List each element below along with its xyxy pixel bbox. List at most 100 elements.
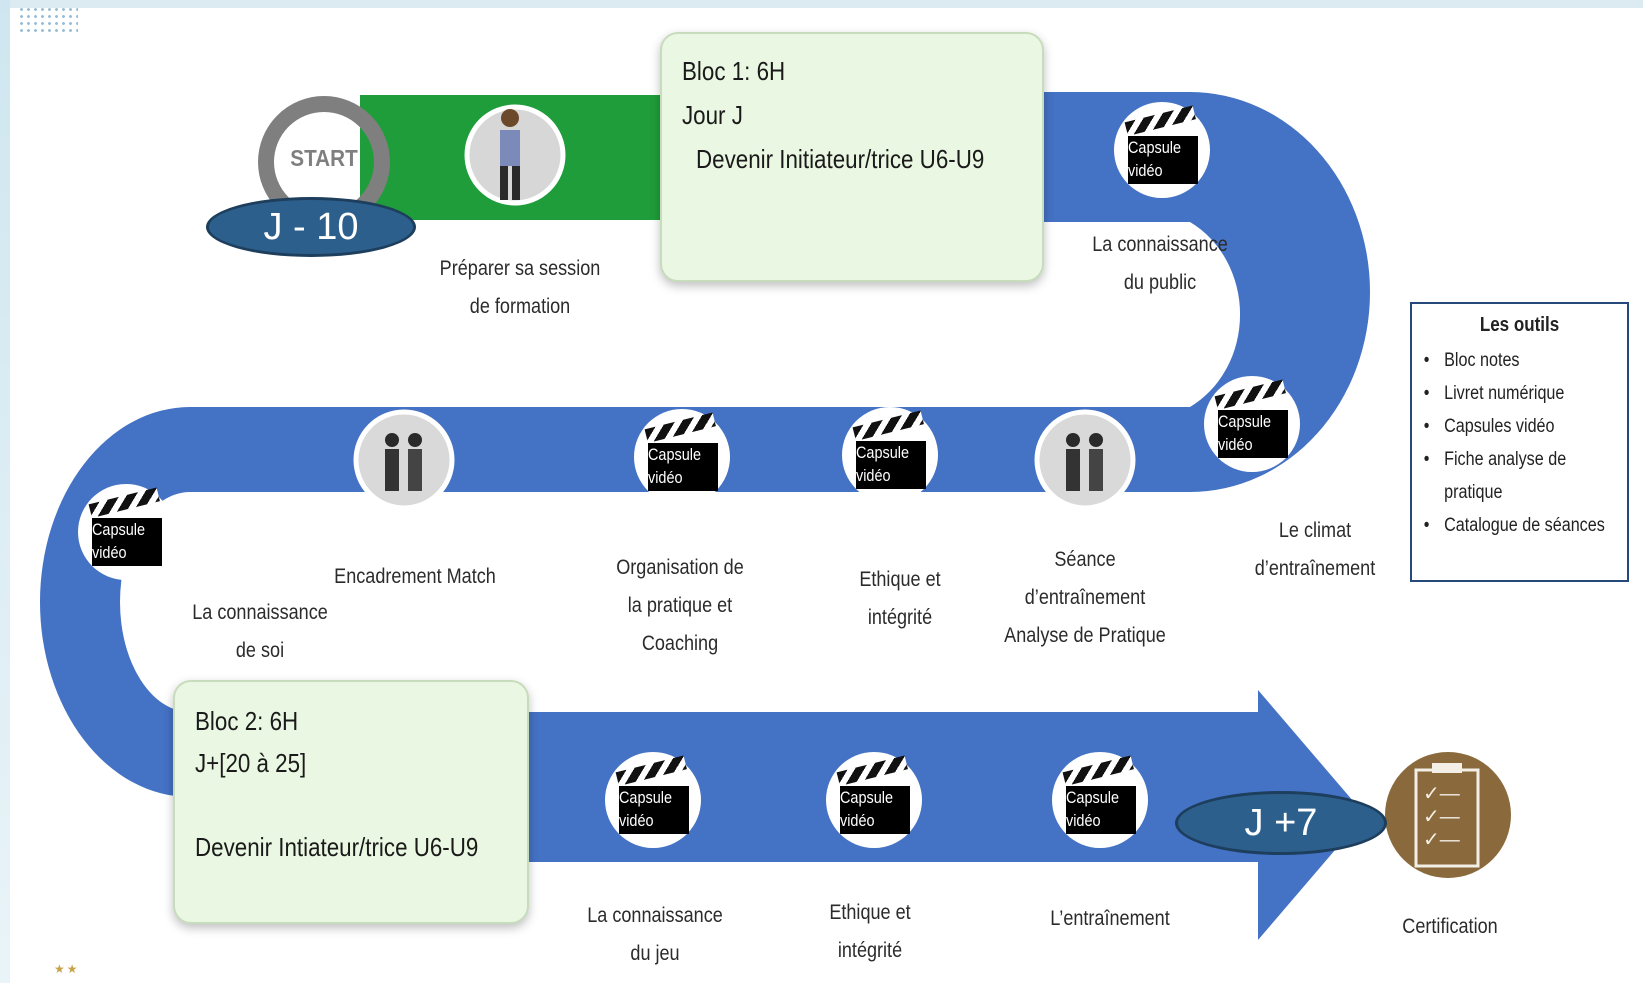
capsule-video-icon: Capsule vidéo: [78, 484, 174, 580]
j-minus-10-text: J - 10: [263, 206, 359, 248]
label-prep: Préparer sa session de formation: [417, 250, 623, 326]
capsule-video-label: Capsule vidéo: [856, 441, 926, 489]
j-minus-10-badge: J - 10: [206, 197, 416, 257]
capsule-video-icon: Capsule vidéo: [634, 409, 730, 505]
label-soi: La connaissance de soi: [165, 594, 354, 670]
capsule-video-label: Capsule vidéo: [1066, 786, 1136, 834]
svg-text:✓—: ✓—: [1423, 829, 1460, 851]
label-ethique-2: intégrité: [867, 606, 933, 629]
tools-item: •Capsules vidéo: [1423, 416, 1555, 437]
label-jeu-2: du jeu: [630, 942, 680, 965]
clapper-icon: [836, 755, 908, 786]
label-seance-3: Analyse de Pratique: [1004, 624, 1166, 647]
clapper-icon: [1214, 379, 1286, 410]
capsule-video-label: Capsule vidéo: [619, 786, 689, 834]
tools-item: •Fiche analyse de: [1423, 449, 1567, 470]
label-match-1: Encadrement Match: [334, 565, 496, 588]
tools-item: •Bloc notes: [1423, 350, 1520, 371]
capsule-line-2: vidéo: [619, 811, 654, 830]
bloc-2-subtitle: Devenir Intiateur/trice U6-U9: [195, 832, 479, 862]
tools-list: •Bloc notes •Livret numérique •Capsules …: [1422, 344, 1632, 542]
clapper-icon: [644, 412, 716, 443]
label-ethique2: Ethique et intégrité: [784, 894, 956, 970]
label-climat-1: Le climat: [1278, 519, 1352, 542]
capsule-line-1: Capsule: [648, 445, 702, 464]
capsule-line-2: vidéo: [856, 466, 891, 485]
label-prep-2: de formation: [469, 295, 571, 318]
bloc-2-day: J+[20 à 25]: [195, 748, 307, 778]
label-public-1: La connaissance: [1092, 233, 1228, 256]
capsule-line-1: Capsule: [1066, 788, 1120, 807]
capsule-line-1: Capsule: [840, 788, 894, 807]
label-ethique: Ethique et intégrité: [814, 561, 986, 637]
capsule-video-icon: Capsule vidéo: [842, 407, 938, 503]
label-orga-3: Coaching: [641, 632, 719, 655]
capsule-line-2: vidéo: [1128, 161, 1163, 180]
label-soi-2: de soi: [235, 639, 285, 662]
svg-text:✓—: ✓—: [1423, 783, 1460, 805]
capsule-line-2: vidéo: [648, 468, 683, 487]
capsule-line-2: vidéo: [1066, 811, 1101, 830]
bloc-1-card: Bloc 1: 6H Jour J Devenir Initiateur/tri…: [660, 32, 1044, 282]
svg-text:✓—: ✓—: [1423, 806, 1460, 828]
tools-item-continued: pratique: [1422, 476, 1601, 509]
clapper-icon: [1124, 105, 1196, 136]
top-band: [0, 0, 1643, 8]
label-entrainement: L’entraînement: [1024, 900, 1196, 938]
label-ethique2-2: intégrité: [837, 939, 903, 962]
left-edge-band: [0, 0, 10, 983]
bloc-1-title: Bloc 1: 6H: [682, 56, 786, 86]
clapper-icon: [852, 410, 924, 441]
clapper-icon: [88, 487, 160, 518]
bloc-2-title: Bloc 2: 6H: [195, 706, 299, 736]
dot-pattern: [18, 6, 78, 36]
capsule-line-2: vidéo: [1218, 435, 1253, 454]
tools-item: •Catalogue de séances: [1423, 515, 1605, 536]
label-match: Encadrement Match: [316, 558, 514, 596]
tools-item-text: Capsules vidéo: [1444, 416, 1555, 437]
trainer-icon: [464, 104, 566, 206]
tools-item: •Livret numérique: [1423, 383, 1565, 404]
capsule-line-2: vidéo: [92, 543, 127, 562]
capsule-video-label: Capsule vidéo: [648, 443, 718, 491]
j-plus-7-badge: J +7: [1175, 791, 1387, 855]
tools-item-text: Livret numérique: [1444, 383, 1565, 404]
tools-item-text: pratique: [1444, 482, 1503, 503]
match-coaches-icon-2: [1034, 409, 1136, 511]
capsule-line-1: Capsule: [619, 788, 673, 807]
tools-item-text: Bloc notes: [1444, 350, 1520, 371]
capsule-line-1: Capsule: [92, 520, 146, 539]
bloc-1-subtitle: Devenir Initiateur/trice U6-U9: [696, 144, 985, 174]
certification-icon: ✓— ✓— ✓—: [1385, 752, 1511, 878]
label-orga-1: Organisation de: [616, 556, 744, 579]
tools-item-text: Catalogue de séances: [1444, 515, 1605, 536]
match-coaches-icon-1: [353, 409, 455, 511]
label-soi-1: La connaissance: [192, 601, 328, 624]
tools-item-text: Fiche analyse de: [1444, 449, 1567, 470]
label-public-2: du public: [1123, 271, 1197, 294]
label-orga: Organisation de la pratique et Coaching: [585, 549, 774, 663]
capsule-video-label: Capsule vidéo: [840, 786, 910, 834]
clapper-icon: [1062, 755, 1134, 786]
label-entrainement-1: L’entraînement: [1050, 907, 1170, 930]
capsule-line-1: Capsule: [856, 443, 910, 462]
tools-box: Les outils •Bloc notes •Livret numérique…: [1410, 302, 1629, 582]
capsule-line-2: vidéo: [840, 811, 875, 830]
label-ethique-1: Ethique et: [859, 568, 941, 591]
label-climat: Le climat d’entraînement: [1229, 512, 1401, 588]
bloc-1-day: Jour J: [682, 100, 743, 130]
logo-stars: ★★: [54, 962, 80, 976]
tools-title: Les outils: [1479, 314, 1560, 336]
label-seance: Séance d’entraînement Analyse de Pratiqu…: [986, 541, 1184, 655]
label-seance-2: d’entraînement: [1024, 586, 1146, 609]
j-plus-7-text: J +7: [1244, 802, 1318, 844]
label-orga-2: la pratique et: [627, 594, 733, 617]
capsule-video-icon: Capsule vidéo: [1052, 752, 1148, 848]
label-climat-2: d’entraînement: [1254, 557, 1376, 580]
bloc-2-card: Bloc 2: 6H J+[20 à 25] Devenir Intiateur…: [173, 680, 529, 924]
label-jeu: La connaissance du jeu: [560, 897, 749, 973]
